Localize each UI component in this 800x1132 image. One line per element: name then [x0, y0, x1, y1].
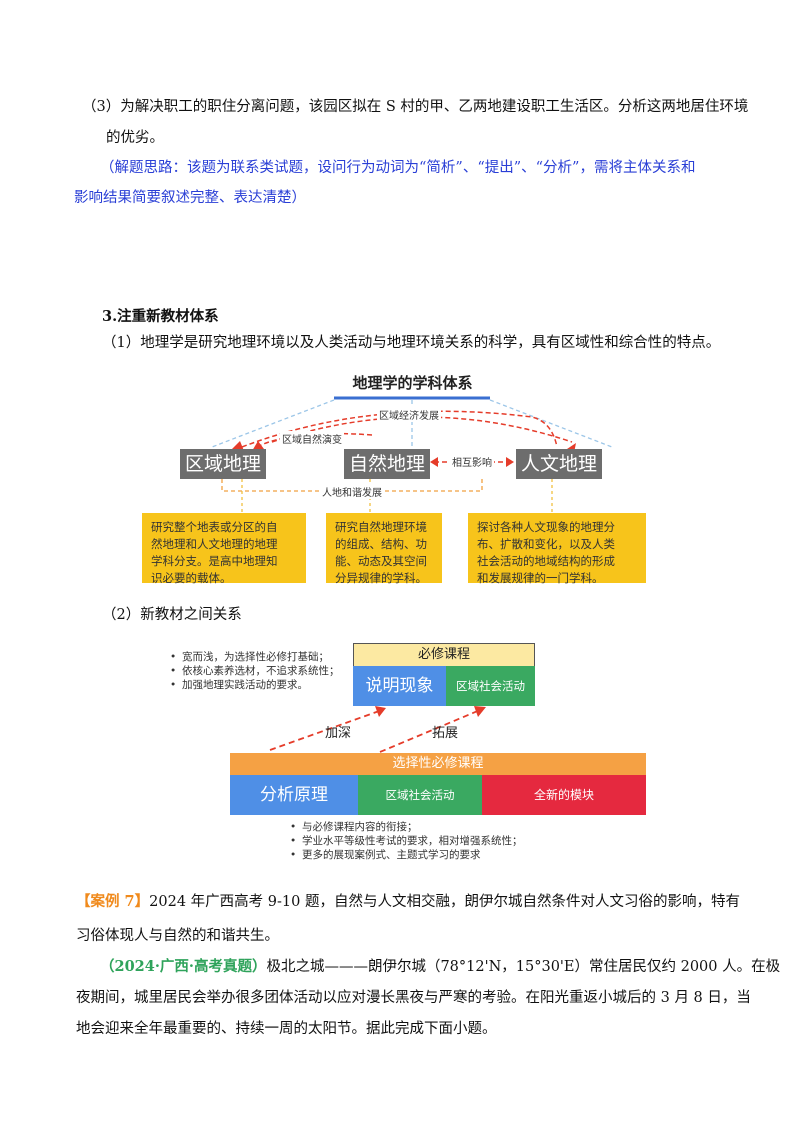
bullet-item: 更多的展现案例式、主题式学习的要求 [290, 848, 523, 862]
label-regional-economy: 区域经济发展 [377, 407, 441, 422]
note-regional-line: 然地理和人文地理的地理 [151, 537, 278, 551]
exam-line3: 地会迎来全年最重要的、持续一周的太阳节。据此完成下面小题。 [76, 1021, 497, 1037]
note-regional-line: 学科分支。是高中地理知 [151, 554, 278, 568]
note-regional: 研究整个地表或分区的自 然地理和人文地理的地理 学科分支。是高中地理知 识必要的… [142, 513, 306, 585]
note-human-line: 探讨各种人文现象的地理分 [477, 520, 615, 534]
bullets-elective: 与必修课程内容的衔接； 学业水平等级性考试的要求，相对增强系统性； 更多的展现案… [290, 820, 523, 862]
case7-line1: 【案例 7】2024 年广西高考 9-10 题，自然与人文相交融，朗伊尔城自然条… [76, 892, 740, 912]
label-harmony: 人地和谐发展 [320, 484, 384, 499]
case7-tag: 【案例 7】 [76, 893, 150, 910]
note-physical-line: 的组成、结构、功 [335, 537, 427, 551]
bullet-item: 与必修课程内容的衔接； [290, 820, 523, 834]
label-deepen: 加深 [325, 726, 352, 741]
bullet-item: 学业水平等级性考试的要求，相对增强系统性； [290, 834, 523, 848]
note-human-line: 和发展规律的一门学科。 [477, 571, 604, 585]
box-human-geography: 人文地理 [516, 449, 602, 479]
case7-line2: 习俗体现人与自然的和谐共生。 [76, 928, 279, 944]
exam-line1: （2024·广西·高考真题）极北之城———朗伊尔城（78°12'N，15°30'… [100, 957, 780, 977]
label-regional-nature: 区域自然演变 [280, 431, 344, 446]
exam-text: 极北之城———朗伊尔城（78°12'N，15°30'E）常住居民仅约 2000 … [266, 959, 781, 975]
elective-course-header: 选择性必修课程 [230, 753, 646, 775]
note-physical-line: 分异规律的学科。 [335, 571, 427, 585]
bullet-item: 宽而浅，为选择性必修打基础； [170, 650, 340, 664]
exam-line2: 夜期间，城里居民会举办很多团体活动以应对漫长黑夜与严寒的考验。在阳光重返小城后的… [76, 990, 751, 1006]
note-human-line: 布、扩散和变化，以及人类 [477, 537, 615, 551]
box-new-module: 全新的模块 [482, 775, 646, 815]
label-mutual-influence: 相互影响 [450, 454, 494, 469]
hint-line1: （解题思路：该题为联系类试题，设问行为动词为“简析”、“提出”、“分析”，需将主… [100, 160, 696, 176]
note-physical: 研究自然地理环境 的组成、结构、功 能、动态及其空间 分异规律的学科。 [326, 513, 442, 585]
box-analyze-principles: 分析原理 [230, 775, 358, 815]
bullet-item: 依核心素养选材，不追求系统性； [170, 664, 340, 678]
note-human-line: 社会活动的地域结构的形成 [477, 554, 615, 568]
geography-system-diagram: 地理学的学科体系 区域经济发展 区域自然演变 区域地理 自然地理 人文地理 相互… [142, 367, 652, 589]
question-3-line1: （3）为解决职工的职住分离问题，该园区拟在 S 村的甲、乙两地建设职工生活区。分… [82, 99, 749, 115]
note-physical-line: 能、动态及其空间 [335, 554, 427, 568]
case7-text: 2024 年广西高考 9-10 题，自然与人文相交融，朗伊尔城自然条件对人文习俗… [149, 894, 740, 910]
note-physical-line: 研究自然地理环境 [335, 520, 427, 534]
diagram1-title: 地理学的学科体系 [352, 374, 473, 392]
note-regional-line: 识必要的载体。 [151, 571, 232, 585]
note-regional-line: 研究整个地表或分区的自 [151, 520, 278, 534]
label-expand: 拓展 [432, 726, 459, 741]
section-heading: 3.注重新教材体系 [102, 308, 219, 325]
bullets-required: 宽而浅，为选择性必修打基础； 依核心素养选材，不追求系统性； 加强地理实践活动的… [170, 650, 340, 692]
section-paragraph-1: （1）地理学是研究地理环境以及人类活动与地理环境关系的科学，具有区域性和综合性的… [102, 335, 721, 351]
bullet-item: 加强地理实践活动的要求。 [170, 678, 340, 692]
section-paragraph-2: （2）新教材之间关系 [102, 607, 242, 623]
box-regional-activity-elective: 区域社会活动 [358, 775, 482, 815]
exam-source: （2024·广西·高考真题） [100, 958, 267, 975]
question-3-line2: 的优劣。 [106, 130, 164, 146]
diagram2-arrows [269, 706, 486, 753]
note-human: 探讨各种人文现象的地理分 布、扩散和变化，以及人类 社会活动的地域结构的形成 和… [468, 513, 646, 585]
curriculum-diagram: 宽而浅，为选择性必修打基础； 依核心素养选材，不追求系统性； 加强地理实践活动的… [150, 640, 650, 870]
box-regional-geography: 区域地理 [180, 449, 266, 479]
box-regional-activity-required: 区域社会活动 [446, 666, 535, 706]
hint-line2: 影响结果简要叙述完整、表达清楚） [74, 190, 306, 206]
box-physical-geography: 自然地理 [344, 449, 430, 479]
box-explain-phenomena: 说明现象 [353, 666, 446, 706]
